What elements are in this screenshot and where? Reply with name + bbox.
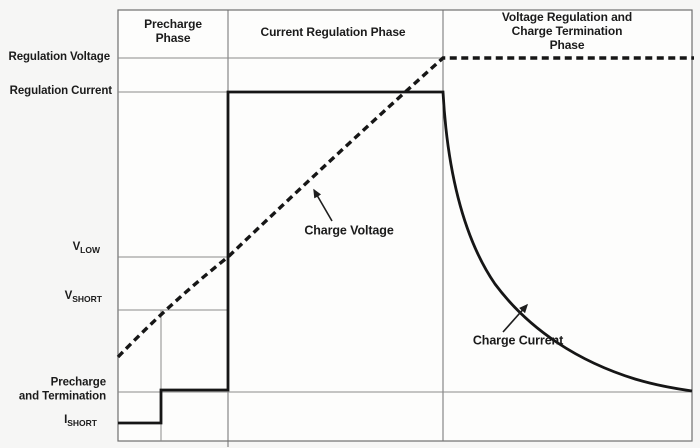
charge-voltage-arrow	[313, 188, 333, 222]
ylabel-precharge-termination: Precharge and Termination	[18, 376, 106, 402]
phase-header-precharge: Precharge Phase	[144, 16, 202, 45]
phase-header-voltage-regulation: Voltage Regulation and Charge Terminatio…	[501, 9, 633, 53]
charge-current-arrow	[502, 303, 528, 333]
ylabel-vlow: VLOW	[72, 241, 100, 255]
charge-current-trace	[118, 90, 693, 425]
ylabel-regulation-current: Regulation Current	[9, 85, 112, 98]
plot-frame	[117, 9, 693, 442]
phase-header-current-regulation: Current Regulation Phase	[260, 24, 406, 39]
ylabel-ishort: ISHORT	[64, 414, 97, 428]
annotation-charge-current: Charge Current	[472, 333, 564, 348]
ylabel-regulation-voltage: Regulation Voltage	[8, 51, 111, 64]
ylabel-vshort: VSHORT	[64, 290, 102, 304]
annotation-charge-voltage: Charge Voltage	[304, 223, 394, 238]
